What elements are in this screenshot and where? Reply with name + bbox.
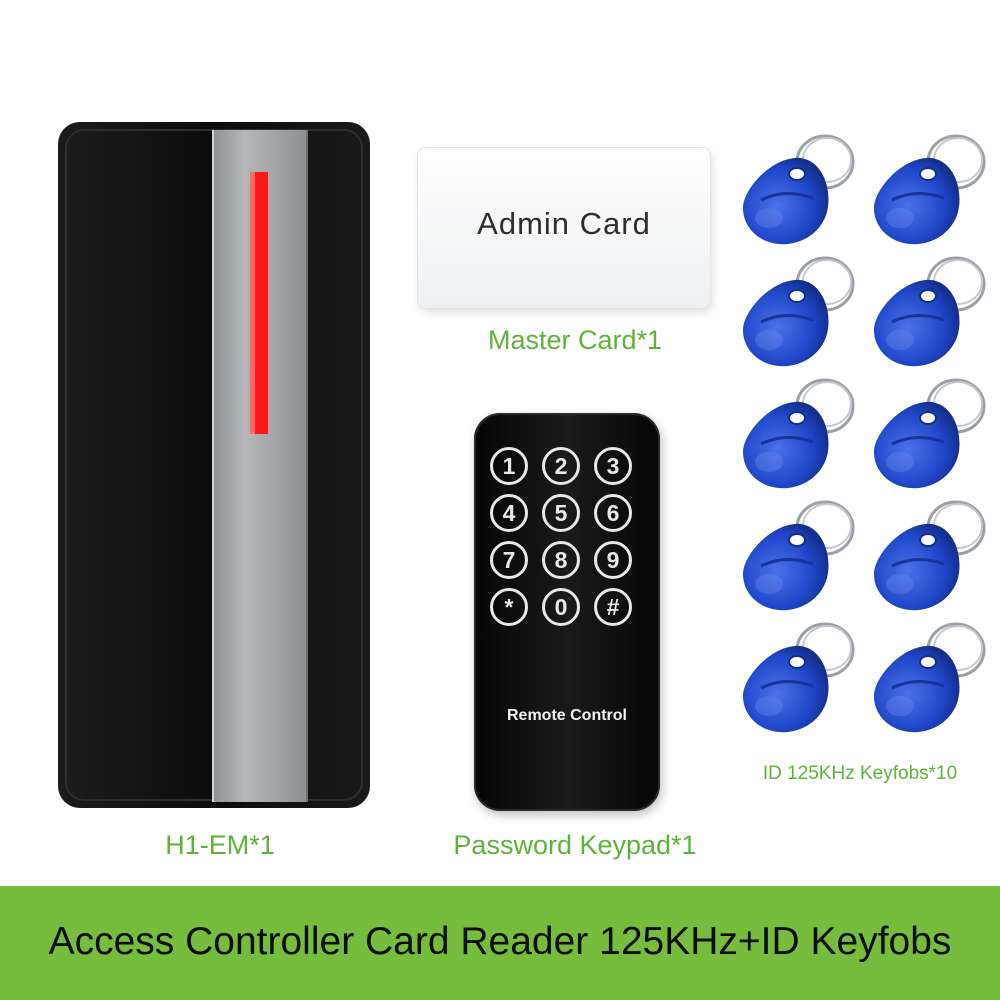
keyfob	[735, 130, 860, 248]
keyfob	[866, 130, 991, 248]
keyfob	[735, 618, 860, 736]
remote-key: *	[490, 588, 528, 626]
keyfob	[866, 374, 991, 492]
keyfob	[735, 252, 860, 370]
keyfob-icon	[743, 622, 855, 733]
remote-key: 2	[542, 447, 580, 485]
keyfob	[866, 618, 991, 736]
remote-key: 3	[594, 447, 632, 485]
keyfob-icon	[743, 256, 855, 367]
keyfob-icon	[874, 378, 986, 489]
remote-keypad: 1 2 3 4 5 6 7 8 9 * 0 #	[490, 447, 638, 626]
keyfob	[866, 496, 991, 614]
master-card-caption: Master Card*1	[487, 325, 663, 355]
keyfob-icon	[743, 378, 855, 489]
keyfob-icon	[874, 256, 986, 367]
admin-card-label: Admin Card	[477, 206, 651, 241]
remote-key: 7	[490, 541, 528, 579]
banner-title: Access Controller Card Reader 125KHz+ID …	[48, 920, 952, 963]
remote-control-image: 1 2 3 4 5 6 7 8 9 * 0 # Remote Control	[474, 413, 660, 811]
admin-card-image: Admin Card	[418, 148, 710, 308]
keyfobs-caption: ID 125KHz Keyfobs*10	[762, 763, 958, 784]
remote-key: 0	[542, 588, 580, 626]
remote-key: 4	[490, 494, 528, 532]
remote-key: 1	[490, 447, 528, 485]
keyfob-icon	[874, 622, 986, 733]
remote-key: 6	[594, 494, 632, 532]
keyfob-icon	[874, 500, 986, 611]
keyfob	[866, 252, 991, 370]
keyfob-icon	[874, 134, 986, 245]
remote-key: 9	[594, 541, 632, 579]
card-reader-image	[56, 120, 374, 810]
keyfob	[735, 374, 860, 492]
card-reader-icon	[58, 122, 370, 808]
keyfob-icon	[743, 134, 855, 245]
remote-key: 5	[542, 494, 580, 532]
keyfob	[735, 496, 860, 614]
remote-key: #	[594, 588, 632, 626]
remote-key: 8	[542, 541, 580, 579]
reader-caption: H1-EM*1	[165, 830, 275, 860]
remote-label: Remote Control	[507, 707, 627, 724]
keyfob-icon	[743, 500, 855, 611]
password-keypad-caption: Password Keypad*1	[453, 830, 697, 860]
title-banner: Access Controller Card Reader 125KHz+ID …	[0, 886, 1000, 1000]
